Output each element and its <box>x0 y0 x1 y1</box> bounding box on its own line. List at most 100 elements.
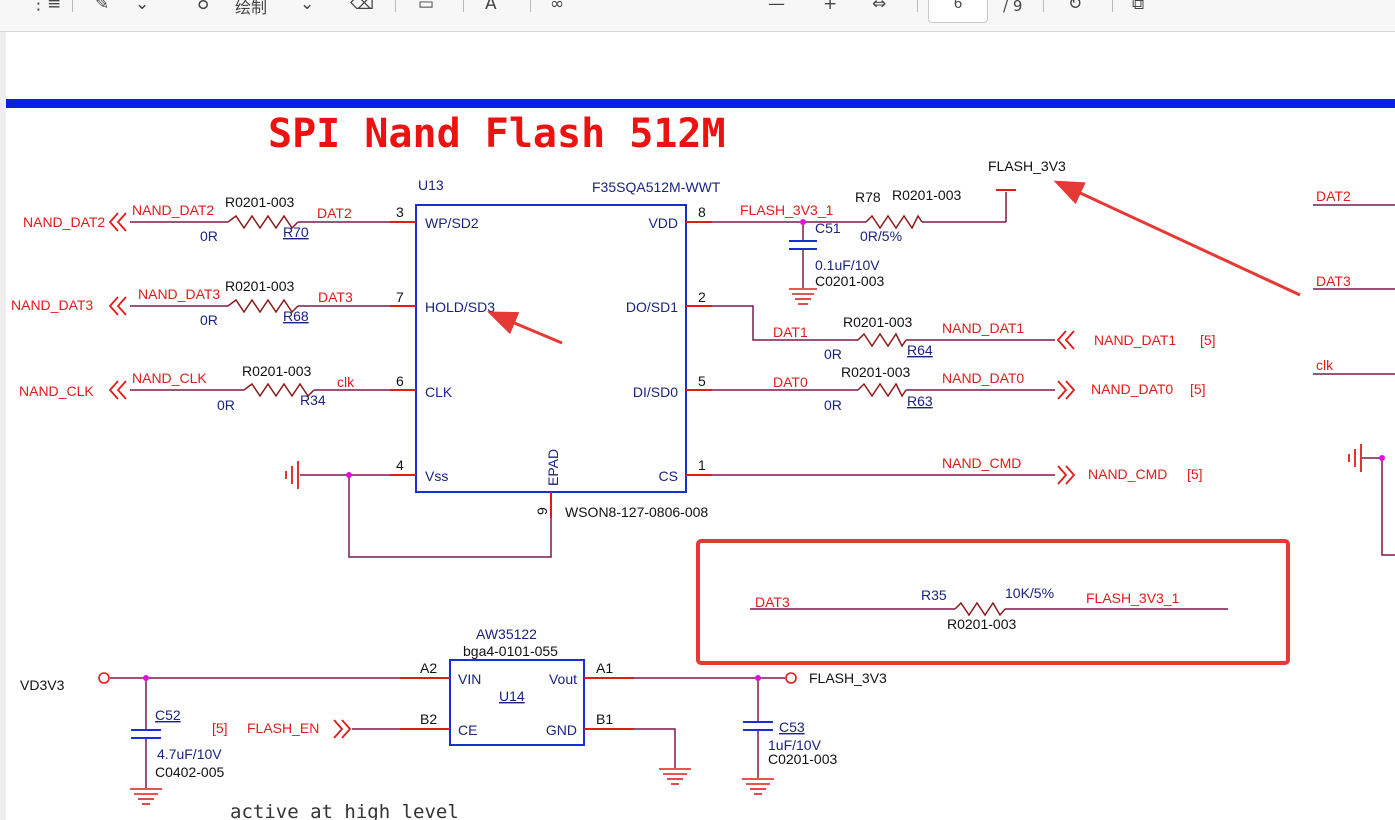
toolbar-divider <box>395 0 396 12</box>
textbox-icon[interactable]: ▭ <box>418 0 435 14</box>
text-size-icon[interactable]: A˄ <box>485 0 506 14</box>
port-label: NAND_DAT2 <box>23 214 105 230</box>
u13-pin-num: 5 <box>698 373 706 389</box>
res-ref: R70 <box>283 224 309 240</box>
zoom-out-icon[interactable]: — <box>768 0 785 14</box>
u14-pin-name: Vout <box>549 671 577 687</box>
u14-pin-num: B1 <box>596 711 613 727</box>
footer-note: active at high level <box>230 801 459 820</box>
chip-net-label: DAT2 <box>317 205 352 221</box>
power-label: VD3V3 <box>20 677 65 693</box>
u13-pin-name: Vss <box>425 468 448 484</box>
fit-icon[interactable]: ⇔ <box>872 0 887 14</box>
page-title: SPI Nand Flash 512M <box>268 111 726 157</box>
res-ref: R68 <box>283 308 309 324</box>
junction-dot <box>800 219 806 225</box>
u13-pin-name: WP/SD2 <box>425 215 479 231</box>
cap-value: 0.1uF/10V <box>815 257 880 273</box>
u13-pin-num: 8 <box>698 204 706 220</box>
u13-pin-num: 6 <box>396 373 404 389</box>
u13-part: F35SQA512M-WWT <box>592 179 721 195</box>
res-value: 0R/5% <box>860 228 902 244</box>
junction-dot <box>1379 455 1385 461</box>
cap-value: 1uF/10V <box>768 737 822 753</box>
zoom-in-icon[interactable]: + <box>823 0 838 14</box>
port-label: NAND_DAT0 <box>1091 381 1173 397</box>
u14-pin-name: VIN <box>458 671 481 687</box>
res-package: R0201-003 <box>225 278 294 294</box>
page-number-input[interactable]: 6 <box>928 0 988 23</box>
res-package: R0201-003 <box>841 364 910 380</box>
u13-pin-num: 2 <box>698 289 706 305</box>
port-label: FLASH_EN <box>247 720 319 736</box>
net-label: NAND_CMD <box>942 455 1021 471</box>
chip-net-label: clk <box>337 374 355 390</box>
cap-c51 <box>789 240 817 250</box>
draw-label[interactable]: 绘制 <box>235 0 268 17</box>
u14-pin-num: A1 <box>596 660 613 676</box>
res-value: 0R <box>200 312 218 328</box>
toolbar-divider <box>463 0 464 12</box>
power-label: FLASH_3V3 <box>988 158 1066 174</box>
u13-epad-num: 9 <box>534 507 550 515</box>
res-package: R0201-003 <box>843 314 912 330</box>
res-ref: R34 <box>300 392 326 408</box>
cap-value: 4.7uF/10V <box>157 746 222 762</box>
u13-pin-name: DO/SD1 <box>626 299 678 315</box>
res-ref: R78 <box>855 189 881 205</box>
net-label: FLASH_3V3_1 <box>740 202 834 218</box>
annotation-arrow <box>487 311 563 345</box>
list-icon[interactable]: ⋮≡ <box>30 0 62 14</box>
ground-icon <box>1348 444 1362 472</box>
res-value: 10K/5% <box>1005 585 1054 601</box>
net-label: DAT3 <box>755 594 790 610</box>
u13-pin-name: DI/SD0 <box>633 384 678 400</box>
u14-pin-num: A2 <box>420 660 437 676</box>
net-label: NAND_DAT2 <box>132 202 214 218</box>
u13-pin-name: VDD <box>648 215 678 231</box>
u13-pin-name: CLK <box>425 384 453 400</box>
power-port-icon <box>785 672 797 684</box>
u13-epad-name: EPAD <box>545 449 561 486</box>
resistor-zigzags <box>227 214 315 398</box>
cap-ref: C51 <box>815 220 841 236</box>
res-value: 0R <box>200 228 218 244</box>
rotate-icon[interactable]: ↻ <box>1068 0 1083 14</box>
net-label: NAND_DAT0 <box>942 370 1024 386</box>
u14-pin-num: B2 <box>420 711 437 727</box>
sheet-ref: [5] <box>1190 381 1206 397</box>
junction-dot <box>143 675 149 681</box>
res-ref: R35 <box>921 587 947 603</box>
sheet-ref: [5] <box>212 720 228 736</box>
page-total: / 9 <box>1003 0 1023 15</box>
u14-chip-body <box>449 659 585 746</box>
pdf-toolbar: ⋮≡ ✎ ⌄ ♁ 绘制 ⌄ ⌫ ▭ A˄ ∞ — + ⇔ 6 / 9 ↻ ⧉ <box>0 0 1395 32</box>
highlight-icon[interactable]: ✎ <box>95 0 110 14</box>
highlight-box <box>696 539 1290 665</box>
u14-pin-name: CE <box>458 722 477 738</box>
spread-icon[interactable]: ⧉ <box>1132 0 1145 14</box>
cap-package: C0201-003 <box>768 751 837 767</box>
chevron-down-icon[interactable]: ⌄ <box>135 0 150 14</box>
res-package: R0201-003 <box>892 187 961 203</box>
junction-dot <box>346 472 352 478</box>
chip-net-label: DAT3 <box>318 289 353 305</box>
net-label: DAT3 <box>1316 273 1351 289</box>
ground-icon <box>285 461 299 489</box>
port-label: NAND_DAT3 <box>11 297 93 313</box>
ink-icon[interactable]: ∞ <box>550 0 565 14</box>
bulb-icon[interactable]: ♁ <box>197 0 210 14</box>
u13-pin-name: HOLD/SD3 <box>425 299 495 315</box>
u13-pin-name: CS <box>659 468 678 484</box>
net-label: clk <box>1316 357 1334 373</box>
chevron-down-icon[interactable]: ⌄ <box>300 0 315 14</box>
page-current: 6 <box>953 0 963 12</box>
chip-net-label: DAT1 <box>773 324 808 340</box>
junction-dot <box>755 675 761 681</box>
u14-part: AW35122 <box>476 626 537 642</box>
eraser-icon[interactable]: ⌫ <box>350 0 375 14</box>
res-package: R0201-003 <box>225 194 294 210</box>
power-label: FLASH_3V3 <box>809 670 887 686</box>
u13-pin-num: 3 <box>396 204 404 220</box>
